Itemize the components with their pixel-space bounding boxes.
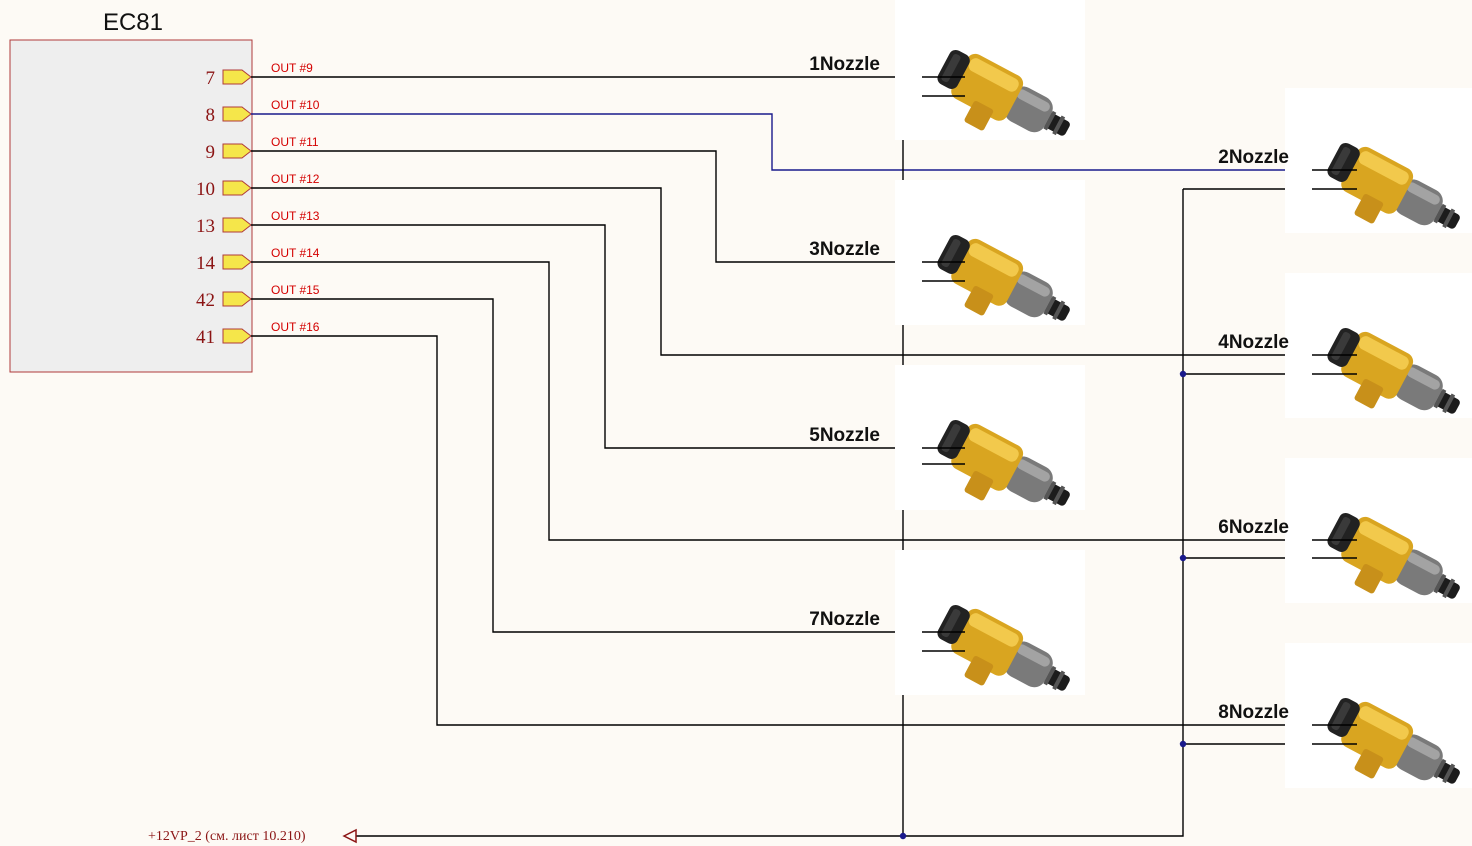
- nozzle-label-8: 8Nozzle: [1218, 702, 1289, 723]
- component-designator: EC81: [103, 9, 163, 36]
- net-label: OUT #12: [271, 172, 320, 186]
- net-label: OUT #11: [271, 135, 319, 149]
- pin-port-14: [222, 254, 252, 270]
- nozzle-label-1: 1Nozzle: [809, 54, 880, 75]
- nozzle-label-7: 7Nozzle: [809, 609, 880, 630]
- nozzle-label-5: 5Nozzle: [809, 425, 880, 446]
- power-port-arrow: [342, 828, 357, 844]
- fuel-injector-icon: [1285, 458, 1472, 630]
- nozzle-labels-layer: 1Nozzle 2Nozzle 3Nozzle 4Nozzle 5Nozzle 6Nozz…: [809, 54, 1357, 745]
- pin-port-13: [222, 217, 252, 233]
- signal-wire-8: [251, 335, 1312, 726]
- pin-number: 9: [206, 142, 216, 163]
- wires-layer: [251, 76, 1312, 726]
- pin-number: 42: [196, 290, 215, 311]
- net-label: OUT #14: [271, 246, 320, 260]
- net-label: OUT #10: [271, 98, 320, 112]
- net-label: OUT #9: [271, 61, 313, 75]
- pin-number: 41: [196, 327, 215, 348]
- junction-dot: [1179, 370, 1187, 378]
- junction-dot: [899, 832, 907, 840]
- power-port-label: +12VP_2 (см. лист 10.210): [148, 829, 306, 844]
- signal-wire-3: [251, 150, 922, 263]
- fuel-injector-icon: [895, 0, 1085, 167]
- signal-wire-6: [251, 261, 1312, 541]
- fuel-injector-icon: [1285, 88, 1472, 260]
- pin-port-41: [222, 328, 252, 344]
- pin-number: 7: [206, 68, 216, 89]
- net-label: OUT #15: [271, 283, 320, 297]
- pin-port-42: [222, 291, 252, 307]
- junction-dot: [1179, 554, 1187, 562]
- signal-wire-5: [251, 224, 922, 449]
- signal-wire-4: [251, 187, 1312, 356]
- nozzle-label-2: 2Nozzle: [1218, 147, 1289, 168]
- net-label: OUT #16: [271, 320, 320, 334]
- fuel-injector-icon: [895, 180, 1085, 352]
- pin-port-10: [222, 180, 252, 196]
- ic-body: [9, 39, 253, 373]
- pin-number: 8: [206, 105, 216, 126]
- power-bus-right: [356, 189, 1184, 837]
- fuel-injector-icon: [895, 365, 1085, 537]
- pin-number: 10: [196, 179, 215, 200]
- fuel-injector-icon: [1285, 273, 1472, 445]
- pin-number: 13: [196, 216, 215, 237]
- fuel-injector-icon: [895, 550, 1085, 722]
- fuel-injector-icon: [1285, 643, 1472, 815]
- pin-port-9: [222, 143, 252, 159]
- nozzle-label-4: 4Nozzle: [1218, 332, 1289, 353]
- pin-port-7: [222, 69, 252, 85]
- nozzle-label-6: 6Nozzle: [1218, 517, 1289, 538]
- nozzle-label-3: 3Nozzle: [809, 239, 880, 260]
- junction-dot: [1179, 740, 1187, 748]
- power-bus-layer: [356, 95, 1357, 840]
- pin-port-8: [222, 106, 252, 122]
- signal-wire-7: [251, 298, 922, 633]
- pin-number: 14: [196, 253, 216, 274]
- net-label: OUT #13: [271, 209, 320, 223]
- signal-wire-2: [251, 113, 1312, 171]
